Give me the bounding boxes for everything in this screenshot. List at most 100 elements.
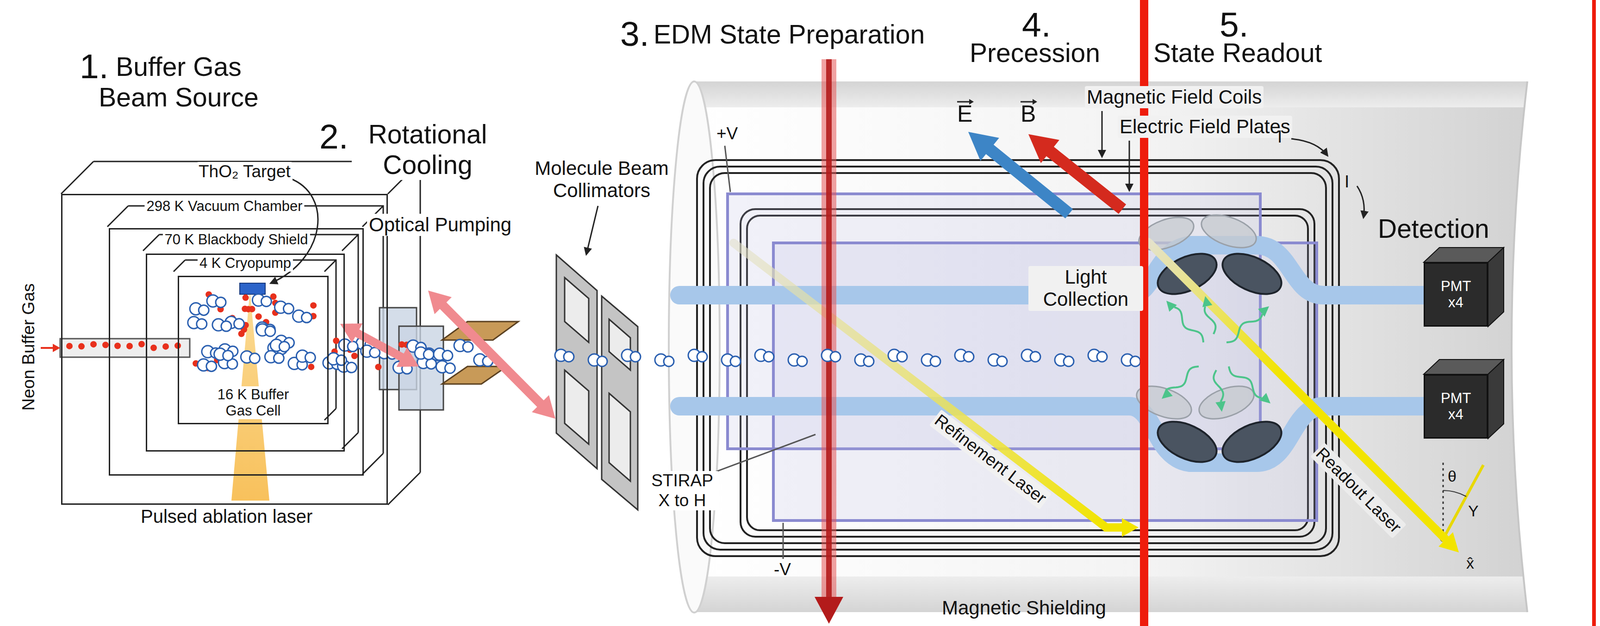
tho-molecule [433,348,453,362]
tho-molecule [444,363,455,374]
tho-molecule [347,341,358,352]
tho-molecule [788,354,808,367]
tho-molecule [336,355,347,366]
diagram-label: 1. [79,46,109,87]
leader-arrow [1101,111,1103,151]
leader-line [715,138,1364,560]
box-label: PMT x4 [1440,278,1471,312]
neon-atom [138,341,145,348]
tho-molecule [754,349,774,362]
tho-molecule [423,349,434,360]
diagram-label: STIRAP X to H [645,471,719,511]
field-coil [709,173,1327,544]
tho-molecule [256,323,276,337]
diagram-label: Y [1468,502,1479,521]
fluorescence-photon [1226,314,1263,343]
beam-collimator [564,370,589,445]
tho-molecule [954,349,974,362]
neon-atom [102,341,109,349]
box-label: 4 K Cryopump [197,255,293,272]
magnetic-shield [694,81,1528,613]
diagram-label: Electric Field Plates [1117,115,1293,138]
tho-molecule [338,339,358,352]
neon-atom [310,302,317,309]
laser-beam [733,242,1445,538]
e-field-arrow-head [968,131,1000,162]
stirap-beam [814,597,844,624]
magnetic-shield [1511,81,1528,613]
diagram-label: Rotational Cooling [351,119,504,181]
fluorescence-photon-head [1161,388,1173,399]
tho-molecule [346,362,357,373]
tho-molecule [697,351,708,362]
tho-molecule [189,302,209,316]
tho-molecule [996,356,1008,367]
tho-molecule [462,342,474,353]
polarization-sketch [1443,465,1484,540]
neon-atom [66,342,73,350]
leader-arrow [587,205,598,249]
diagram-label: 3. [620,13,650,54]
tho-molecule [442,350,453,362]
field-coil [697,160,1339,557]
tho-molecule [1030,351,1041,362]
pmt-cube [1487,359,1504,439]
tho-molecule [830,351,841,362]
neon-atom [242,294,250,301]
tho-molecule [721,354,741,367]
buffer-gas-cell-box: 16 K Buffer Gas Cell [177,275,329,425]
diagram-label: Pulsed ablation laser [140,505,313,528]
neon-atom [374,363,382,371]
beam-collimator [609,319,631,371]
tho2-target [239,283,266,295]
tho-molecule [588,354,608,367]
tho-molecule [187,316,207,330]
tho-molecule [206,294,226,308]
gas-inlet-tube [60,338,190,358]
fluorescence-photon [1228,366,1262,399]
neon-atom [255,313,262,320]
neon-atom [114,342,121,349]
tho-molecule [554,349,574,362]
diagram-label: EDM State Preparation [653,19,925,50]
beam-collimator [564,277,589,343]
fluorescence-photon [1204,306,1216,335]
diagram-label: Molecule Beam Collimators [527,157,676,203]
field-coil [703,166,1333,550]
tho-molecule [688,349,708,362]
tho-molecule [1130,356,1141,367]
neon-atom [150,344,157,352]
tho-molecule [198,305,209,316]
optical-pumping-beam-head [396,347,419,368]
diagram-label: Magnetic Field Coils [1084,86,1264,109]
blackbody-shield-box: 70 K Blackbody Shield 4 K Cryopump 16 K Bu… [108,228,364,476]
fluorescence-photon-head [1202,296,1213,308]
tho-molecule [414,347,434,360]
pmt-cube [1487,247,1504,327]
diagram-label: B [1020,100,1036,128]
diagram-label: State Readout [1153,37,1322,69]
box-label: PMT x4 [1440,390,1471,424]
tho-molecule [730,356,741,367]
polarization-sketch [1442,462,1445,540]
leader-line [782,522,785,560]
tho-molecule [196,318,207,330]
gas-flow-arrow [40,347,54,349]
leader-arrow-head [1125,183,1134,193]
neon-atom [90,341,97,348]
tho-molecule [1121,354,1141,367]
diagram-label: Magnetic Shielding [941,597,1107,620]
cryostat-wireframe [61,161,421,505]
diagram-label: I [1277,127,1283,148]
tho-molecule [215,297,226,308]
tho-molecule [763,351,774,362]
tho-molecule [1054,354,1074,367]
polarization-sketch [1443,490,1467,497]
leader-arrow-head [1097,149,1107,159]
fluorescence-photon-head [1257,306,1270,318]
neon-atom [162,343,169,350]
box-label: 70 K Blackbody Shield [162,231,310,249]
diagram-label: θ [1447,467,1457,486]
tho-molecule [1021,349,1041,362]
